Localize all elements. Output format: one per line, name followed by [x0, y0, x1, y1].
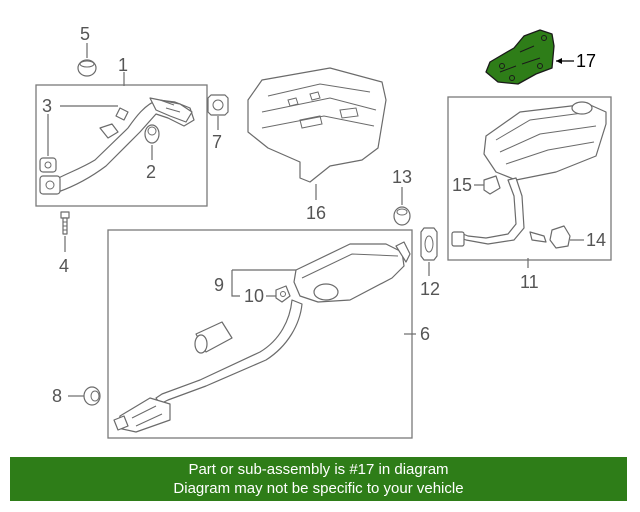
banner-line-2: Diagram may not be specific to your vehi… — [173, 480, 464, 497]
callout-6: 6 — [420, 324, 430, 344]
part-10-bolt[interactable] — [275, 285, 291, 303]
part-1-front-pipe[interactable] — [39, 97, 195, 195]
group-box-1 — [35, 84, 208, 207]
callout-11: 11 — [520, 272, 539, 292]
part-4-bolt[interactable] — [60, 211, 70, 235]
part-17-bracket-highlighted[interactable] — [485, 29, 555, 85]
callout-7: 7 — [212, 132, 222, 152]
callout-12: 12 — [420, 279, 440, 299]
part-12-gasket[interactable] — [420, 227, 438, 261]
callout-9: 9 — [214, 275, 224, 295]
part-2-hanger[interactable] — [144, 124, 160, 144]
part-13-hanger[interactable] — [393, 206, 411, 226]
callout-15: 15 — [452, 175, 472, 195]
part-16-heat-shield[interactable] — [247, 67, 387, 183]
part-15-hanger[interactable] — [483, 175, 501, 195]
banner-line-1: Part or sub-assembly is #17 in diagram — [188, 461, 449, 478]
callout-14: 14 — [586, 230, 606, 250]
part-6-center-muffler[interactable] — [113, 241, 411, 433]
part-14-hanger[interactable] — [549, 225, 571, 249]
callout-3: 3 — [42, 96, 52, 116]
pipe-clamp[interactable] — [194, 321, 233, 354]
callout-5: 5 — [80, 24, 90, 44]
info-banner: Part or sub-assembly is #17 in diagram D… — [10, 457, 627, 501]
group-box-11 — [447, 96, 612, 261]
part-7-gasket[interactable] — [207, 94, 229, 116]
part-11-rear-muffler[interactable] — [451, 101, 607, 247]
callout-1: 1 — [118, 55, 128, 75]
callout-8: 8 — [52, 386, 62, 406]
callout-10: 10 — [244, 286, 264, 306]
leader-9-bracket — [231, 270, 240, 297]
callout-16: 16 — [306, 203, 326, 223]
callout-4: 4 — [59, 256, 69, 276]
callout-17: 17 — [576, 51, 596, 71]
arrow-17 — [556, 58, 562, 64]
part-3-gasket[interactable] — [39, 157, 57, 173]
callout-13: 13 — [392, 167, 412, 187]
callout-2: 2 — [146, 162, 156, 182]
part-8-hanger[interactable] — [83, 386, 101, 406]
part-5-hanger[interactable] — [77, 59, 97, 77]
exhaust-parts-diagram: 5 1 3 2 7 4 — [35, 24, 612, 439]
